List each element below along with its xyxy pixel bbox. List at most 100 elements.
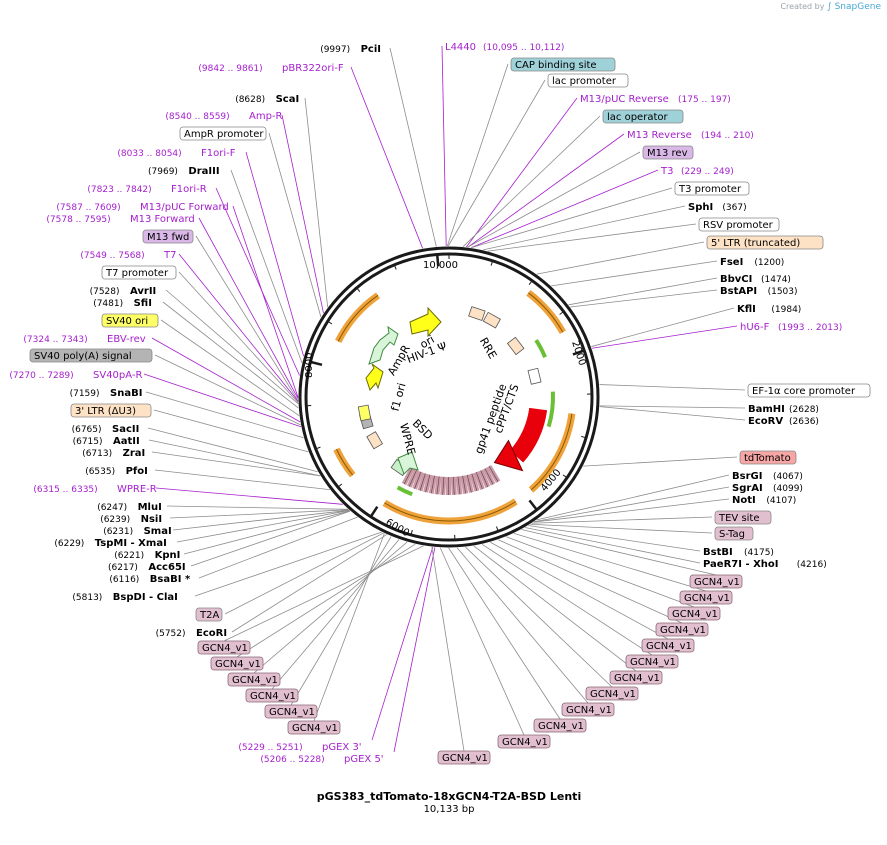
leader-line <box>162 301 299 409</box>
gcn4-label: GCN4_v1 <box>502 737 548 748</box>
gcn4-label: GCN4_v1 <box>232 675 278 686</box>
label-ecorv-pos: (2636) <box>789 417 819 427</box>
gcn4-label-box <box>437 750 491 765</box>
gcn4-label: GCN4_v1 <box>215 659 261 670</box>
leader-line <box>194 531 382 597</box>
feature-arc-bsd <box>396 485 413 497</box>
gcn4-repeat-edge <box>488 466 499 482</box>
leader-line <box>462 115 601 247</box>
feature-arc-ampr-edge <box>337 294 379 342</box>
leader-line <box>531 516 713 524</box>
leader-line <box>471 169 659 249</box>
gcn4-label-box <box>197 640 251 655</box>
leader-line <box>230 169 303 363</box>
inner-label-f1-ori: f1 ori <box>389 382 409 413</box>
leader-line <box>350 66 424 249</box>
gcn4-label-box <box>264 704 318 719</box>
gcn4-repeat-edge <box>425 474 431 493</box>
label-sv40-ori: SV40 ori <box>106 316 148 327</box>
label-5-ltr-truncated: 5' LTR (truncated) <box>711 238 800 249</box>
label-ecorv: EcoRV <box>748 416 783 427</box>
leader-line <box>447 79 546 247</box>
label-tdtomato-box <box>739 450 797 465</box>
label-f1ori-f: F1ori-F <box>201 148 236 159</box>
ring-minor-tick <box>579 350 585 353</box>
feature-arc-rre <box>534 339 547 358</box>
label-sgrai: SgrAI <box>732 483 763 494</box>
leader-line <box>481 543 653 656</box>
leader-line <box>268 132 322 318</box>
ring-minor-tick <box>496 526 499 532</box>
leader-line <box>466 97 578 248</box>
label-lac-promoter-box <box>547 73 629 88</box>
leader-line <box>473 545 637 672</box>
label-m13-fwd-box <box>142 229 194 244</box>
leader-line <box>533 498 730 523</box>
label-t2a: T2A <box>199 610 219 621</box>
leader-line <box>441 45 447 247</box>
label-f1ori-f-pos: (8033 .. 8054) <box>117 149 181 159</box>
gcn4-label-box <box>609 670 663 685</box>
label-sfii: SfiI <box>134 298 152 309</box>
leader-line <box>236 543 416 658</box>
label-rsv-promoter: RSV promoter <box>703 220 774 231</box>
label-bstapi-pos: (1503) <box>768 287 798 297</box>
gcn4-label: GCN4_v1 <box>269 707 315 718</box>
leader-line <box>534 486 730 523</box>
gcn4-repeat-edge <box>403 467 413 485</box>
label-sv40-ori-box <box>101 313 159 328</box>
leader-line <box>528 525 701 552</box>
gcn4-label-box <box>561 702 615 717</box>
label-scai-pos: (8628) <box>235 95 265 105</box>
gcn4-repeat-edge <box>462 475 467 494</box>
leader-line <box>153 409 309 453</box>
leader-line <box>551 260 718 287</box>
wpre-box <box>366 431 384 450</box>
ring-minor-tick <box>528 280 533 285</box>
gcn4-label: GCN4_v1 <box>694 577 740 588</box>
sv40-box <box>357 404 372 422</box>
leader-line <box>198 516 358 579</box>
label-pfoi: PfoI <box>126 466 148 477</box>
credit-prefix: Created by <box>780 2 825 11</box>
gcn4-label-box <box>679 590 733 605</box>
label-f1ori-r: F1ori-R <box>171 184 207 195</box>
label-zrai: ZraI <box>123 448 146 459</box>
gcn4-label: GCN4_v1 <box>684 593 730 604</box>
label-kpni-pos: (6221) <box>114 551 144 561</box>
gcn4-label-box <box>497 734 551 749</box>
snapgene-credit: Created by ∫ SnapGene <box>780 2 881 12</box>
inner-label-rre: RRE <box>477 335 499 361</box>
label-tspmi-xmai-pos: (6229) <box>54 539 84 549</box>
gcn4-label: GCN4_v1 <box>202 643 248 654</box>
label-ampr-promoter: AmpR promoter <box>184 129 264 140</box>
gcn4-label-box <box>641 638 695 653</box>
leader-line <box>521 529 717 576</box>
gcn4-label-box <box>533 718 587 733</box>
gcn4-label: GCN4_v1 <box>614 673 660 684</box>
feature-arc-ampr <box>335 292 381 343</box>
gcn4-label-box <box>287 720 341 735</box>
label-m13-forward-pos: (7578 .. 7595) <box>46 215 110 225</box>
feature-arc-gcn4-array-edge <box>384 501 517 522</box>
gcn4-repeat-edge <box>480 470 489 488</box>
gcn4-label-box <box>585 686 639 701</box>
gcn4-repeat-edge <box>414 471 422 489</box>
leader-line <box>471 187 673 249</box>
ring-minor-tick <box>327 320 333 325</box>
label-bsabi-pos: (6116) <box>109 575 139 585</box>
leader-line <box>448 547 561 720</box>
leader-line <box>231 534 387 633</box>
leader-line <box>506 536 695 608</box>
gcn4-label: GCN4_v1 <box>646 641 692 652</box>
leader-line <box>431 546 465 752</box>
label-smai: SmaI <box>144 526 172 537</box>
leader-line <box>591 307 735 347</box>
cppt-box <box>527 367 542 385</box>
label-amp-r: Amp-R <box>249 111 283 122</box>
label-sv40-poly-a-signal-box <box>29 348 153 363</box>
label-s-tag-box <box>714 526 754 541</box>
snapgene-logo: ∫ SnapGene <box>827 2 881 12</box>
label-nsii-pos: (6239) <box>100 515 130 525</box>
